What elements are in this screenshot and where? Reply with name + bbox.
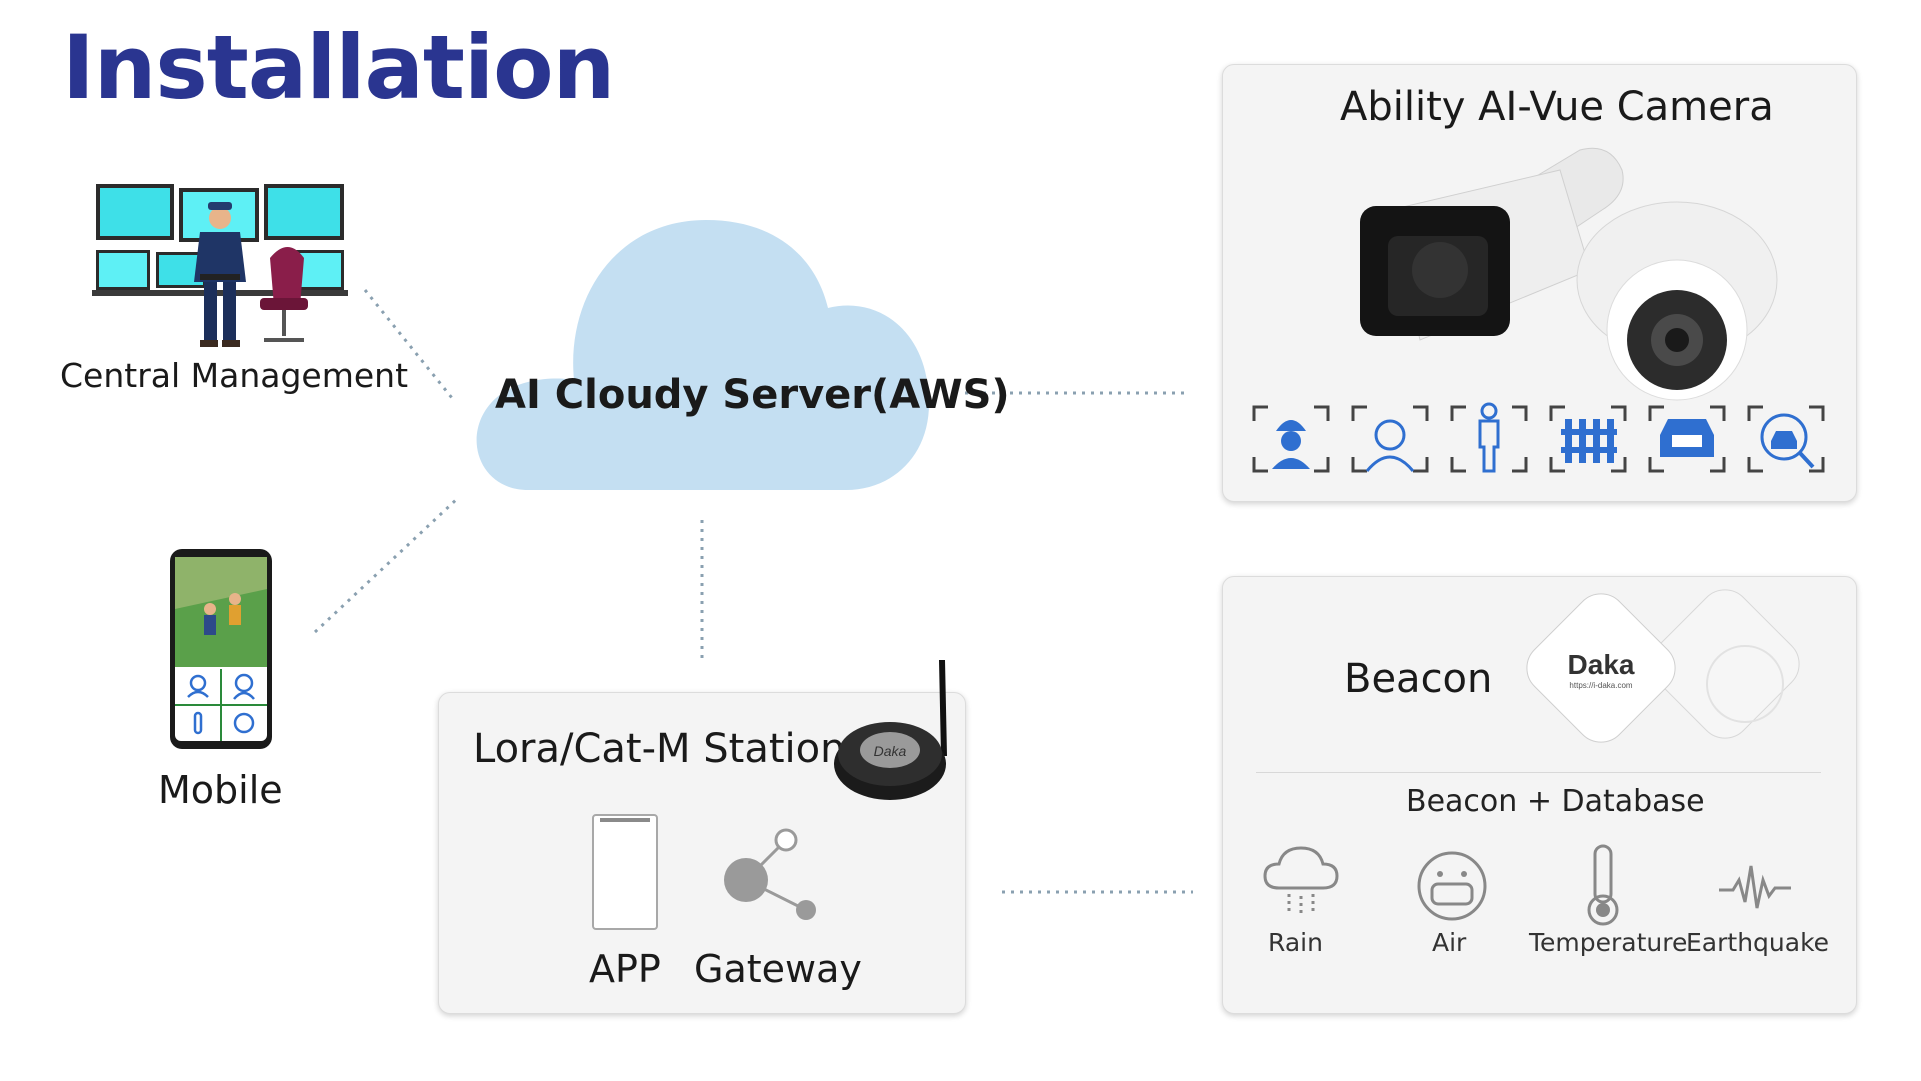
- beacon-panel-title: Beacon: [1344, 656, 1493, 702]
- helmet-worker-icon: [1252, 405, 1330, 473]
- fence-icon: [1549, 405, 1627, 473]
- sensor-earthquake-label: Earthquake: [1686, 928, 1830, 957]
- license-plate-icon: [1648, 405, 1726, 473]
- beacon-url: https://i-daka.com: [1569, 681, 1632, 690]
- beacon-tag-icon: Daka https://i-daka.com: [1526, 589, 1800, 743]
- mobile-label: Mobile: [158, 768, 283, 812]
- station-device-icon: Daka: [834, 659, 947, 800]
- station-panel-title: Lora/Cat-M Station: [473, 726, 846, 772]
- gateway-share-icon: [724, 828, 816, 920]
- cloud-icon: [476, 220, 930, 490]
- beacon-subtitle: Beacon + Database: [1406, 784, 1705, 819]
- beacon-divider: [1256, 772, 1821, 773]
- camera-panel-title: Ability AI-Vue Camera: [1340, 84, 1774, 130]
- central-management-label: Central Management: [60, 356, 409, 395]
- sensor-air-label: Air: [1432, 928, 1467, 957]
- dome-camera-icon: [1576, 201, 1778, 401]
- mask-face-icon: [1417, 851, 1487, 921]
- security-guard-monitors-icon: [92, 184, 348, 347]
- station-device-logo: Daka: [874, 743, 907, 759]
- beacon-logo: Daka: [1568, 649, 1635, 680]
- bullet-camera-icon: [1360, 147, 1624, 341]
- line-mobile-cloud: [313, 496, 460, 634]
- app-phone-icon: [592, 814, 658, 930]
- cloud-server-label: AI Cloudy Server(AWS): [495, 372, 1010, 418]
- sensor-temperature-label: Temperature: [1529, 928, 1688, 957]
- page-title: Installation: [62, 16, 615, 119]
- sensor-rain-label: Rain: [1268, 928, 1323, 957]
- gateway-label: Gateway: [694, 947, 862, 991]
- earthquake-wave-icon: [1719, 865, 1791, 909]
- face-recognition-icon: [1351, 405, 1429, 473]
- thermometer-icon: [1587, 844, 1619, 926]
- rain-cloud-icon: [1263, 846, 1339, 916]
- mobile-phone-icon: [170, 549, 272, 749]
- person-detect-icon: [1450, 402, 1528, 473]
- app-label: APP: [589, 947, 661, 991]
- vehicle-search-icon: [1747, 405, 1825, 473]
- camera-feature-icons: [1252, 402, 1832, 477]
